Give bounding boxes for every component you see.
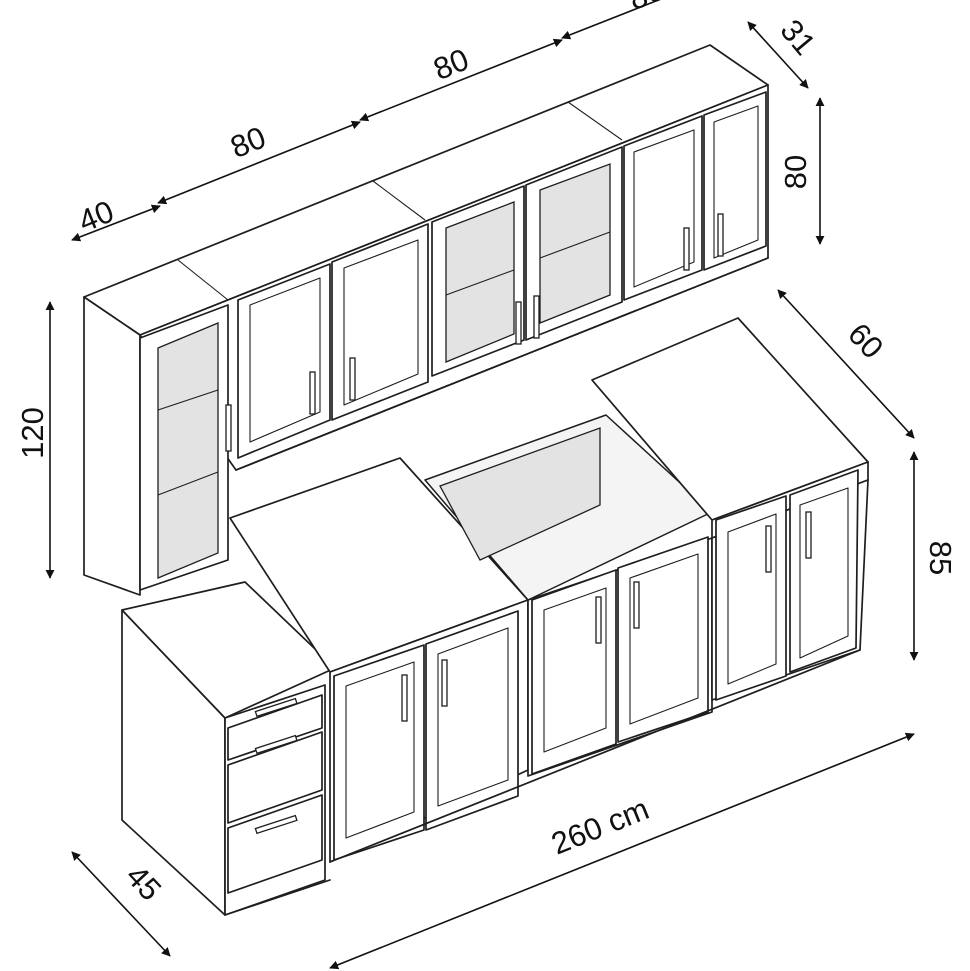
dim-label-wall-80: 80 <box>778 155 813 189</box>
dim-line-60 <box>777 289 915 439</box>
dim-label-40: 40 <box>74 194 119 239</box>
base-cabinets <box>121 317 869 916</box>
dim-line-260 <box>329 732 915 970</box>
dim-label-85: 85 <box>923 541 958 575</box>
dim-line-31 <box>747 21 809 89</box>
dim-label-80b: 80 <box>429 42 474 87</box>
dim-line-40 <box>71 204 161 242</box>
dim-line-80a <box>157 120 361 205</box>
dim-label-80c: 80 <box>624 0 669 17</box>
dim-label-80a: 80 <box>226 120 271 165</box>
dim-line-80c <box>561 0 761 40</box>
dim-label-60: 60 <box>841 316 890 365</box>
dim-label-45: 45 <box>119 858 168 907</box>
dim-label-31: 31 <box>774 13 823 62</box>
dim-line-80b <box>359 38 563 122</box>
dim-label-120: 120 <box>15 407 50 459</box>
dim-line-45 <box>71 851 171 957</box>
dim-label-260: 260 cm <box>546 791 653 862</box>
wall-cabinets <box>83 44 769 596</box>
dimension-lines <box>45 0 919 970</box>
